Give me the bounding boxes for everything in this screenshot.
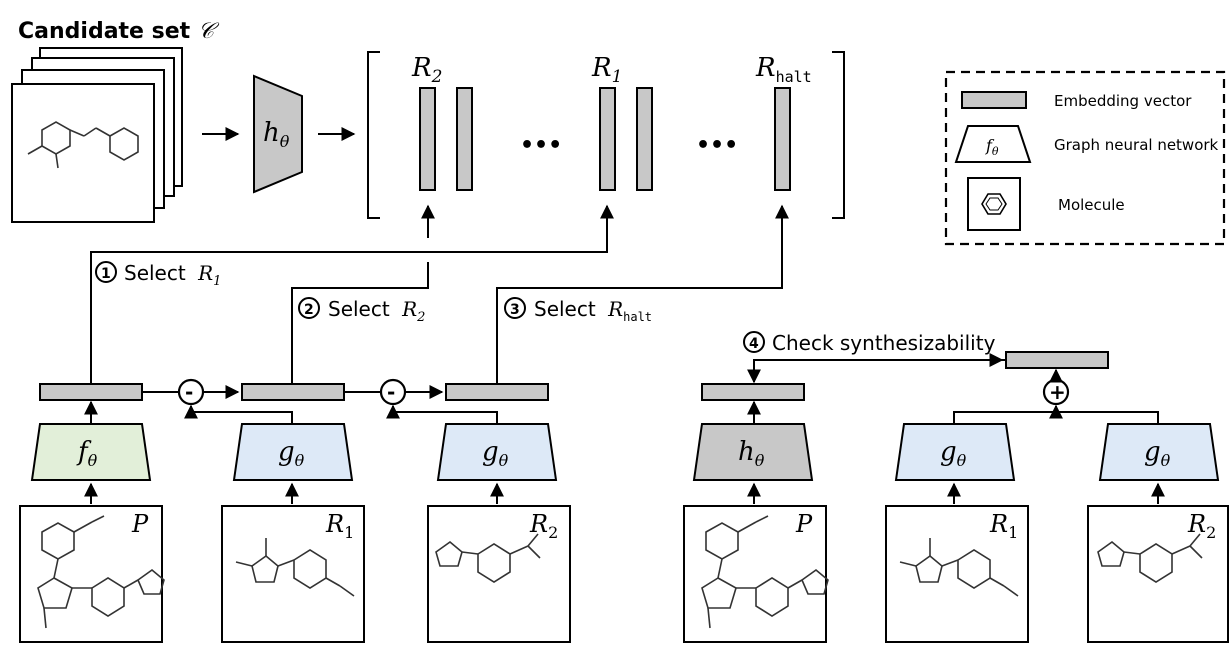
legend-embedding-label: Embedding vector (1054, 92, 1192, 110)
svg-text:gθ: gθ (278, 437, 305, 470)
step-4-label: 4 Check synthesizability (743, 331, 996, 355)
svg-text:-: - (185, 380, 193, 404)
embedding-vector-3 (445, 383, 549, 401)
h-encoder-top: hθ (253, 74, 303, 194)
bank-left-bracket (367, 51, 380, 219)
minus-op-2: - (379, 378, 407, 406)
step-3-label: 3 Select Rhalt (504, 297, 652, 324)
legend-gnn-icon: fθ (954, 125, 1032, 163)
svg-text:4: 4 (749, 336, 759, 352)
svg-text:R2: R2 (1187, 510, 1216, 542)
embedding-vector-4 (701, 383, 805, 401)
svg-text:gθ: gθ (482, 437, 509, 470)
legend-molecule-label: Molecule (1058, 196, 1125, 214)
g-merge-line (953, 411, 1159, 424)
legend-gnn-label: Graph neural network (1054, 136, 1219, 154)
svg-text:+: + (1049, 380, 1066, 404)
bank-label-r2: R2 (411, 53, 442, 87)
svg-text:2: 2 (304, 302, 314, 318)
bank-ellipsis-2: ••• (696, 133, 738, 158)
legend-box: Embedding vector fθ Graph neural network… (944, 70, 1226, 246)
h-network-bottom: hθ (692, 423, 814, 481)
line-select-r1 (90, 204, 614, 384)
embedding-vector-2 (241, 383, 345, 401)
minus-op-1: - (177, 378, 205, 406)
molecule-box-r1: R1 (221, 505, 365, 643)
svg-text:Select R2: Select R2 (328, 297, 425, 325)
bank-vector-rhalt (774, 87, 791, 191)
g-network-right-r2: gθ (1098, 423, 1220, 481)
candidate-set-stack (11, 47, 183, 223)
g1-to-minus (184, 404, 293, 424)
molecule-box-r1-right: R1 (885, 505, 1029, 643)
f-network: fθ (30, 423, 152, 481)
plus-op: + (1042, 378, 1070, 406)
svg-text:gθ: gθ (940, 437, 967, 470)
g-network-r2: gθ (436, 423, 558, 481)
candidate-set-title: Candidate set 𝒞 (18, 19, 220, 44)
bank-label-rhalt: Rhalt (755, 53, 812, 86)
bank-vector-1b (636, 87, 653, 191)
embedding-vector-1 (39, 383, 143, 401)
svg-text:Select R1: Select R1 (124, 261, 221, 289)
svg-text:gθ: gθ (1144, 437, 1171, 470)
svg-text:P: P (131, 510, 149, 538)
step-2-label: 2 Select R2 (298, 297, 425, 325)
molecule-box-p-right: P (683, 505, 829, 643)
molecule-box-r2: R2 (427, 505, 571, 643)
bank-ellipsis-1: ••• (520, 133, 562, 158)
bank-vector-r1 (599, 87, 616, 191)
svg-text:R1: R1 (325, 510, 354, 542)
line-select-rhalt (496, 204, 789, 384)
svg-text:R1: R1 (989, 510, 1018, 542)
svg-text:P: P (795, 510, 813, 538)
candidate-molecule-card (11, 83, 155, 223)
step-1-label: 1 Select R1 (95, 261, 221, 289)
check-line (753, 359, 1006, 380)
svg-text:Check synthesizability: Check synthesizability (772, 331, 996, 355)
svg-text:3: 3 (510, 302, 520, 318)
g-network-r1: gθ (232, 423, 354, 481)
legend-embedding-swatch (961, 91, 1027, 109)
molecule-box-p: P (19, 505, 165, 643)
svg-text:-: - (387, 380, 395, 404)
bank-vector-r2 (419, 87, 436, 191)
embedding-vector-5 (1005, 351, 1109, 369)
bank-label-r1: R1 (591, 53, 622, 87)
molecule-box-r2-right: R2 (1087, 505, 1229, 643)
legend-molecule-icon (967, 177, 1021, 231)
line-select-r2 (291, 262, 429, 384)
svg-text:hθ: hθ (738, 437, 765, 470)
g2-to-minus (386, 404, 498, 424)
g-network-right-r1: gθ (894, 423, 1016, 481)
svg-text:Select Rhalt: Select Rhalt (534, 297, 652, 324)
svg-text:1: 1 (101, 266, 111, 282)
svg-text:hθ: hθ (263, 118, 290, 151)
svg-text:R2: R2 (529, 510, 558, 542)
bank-right-bracket (832, 51, 845, 219)
bank-vector-2b (456, 87, 473, 191)
svg-text:fθ: fθ (985, 136, 999, 158)
